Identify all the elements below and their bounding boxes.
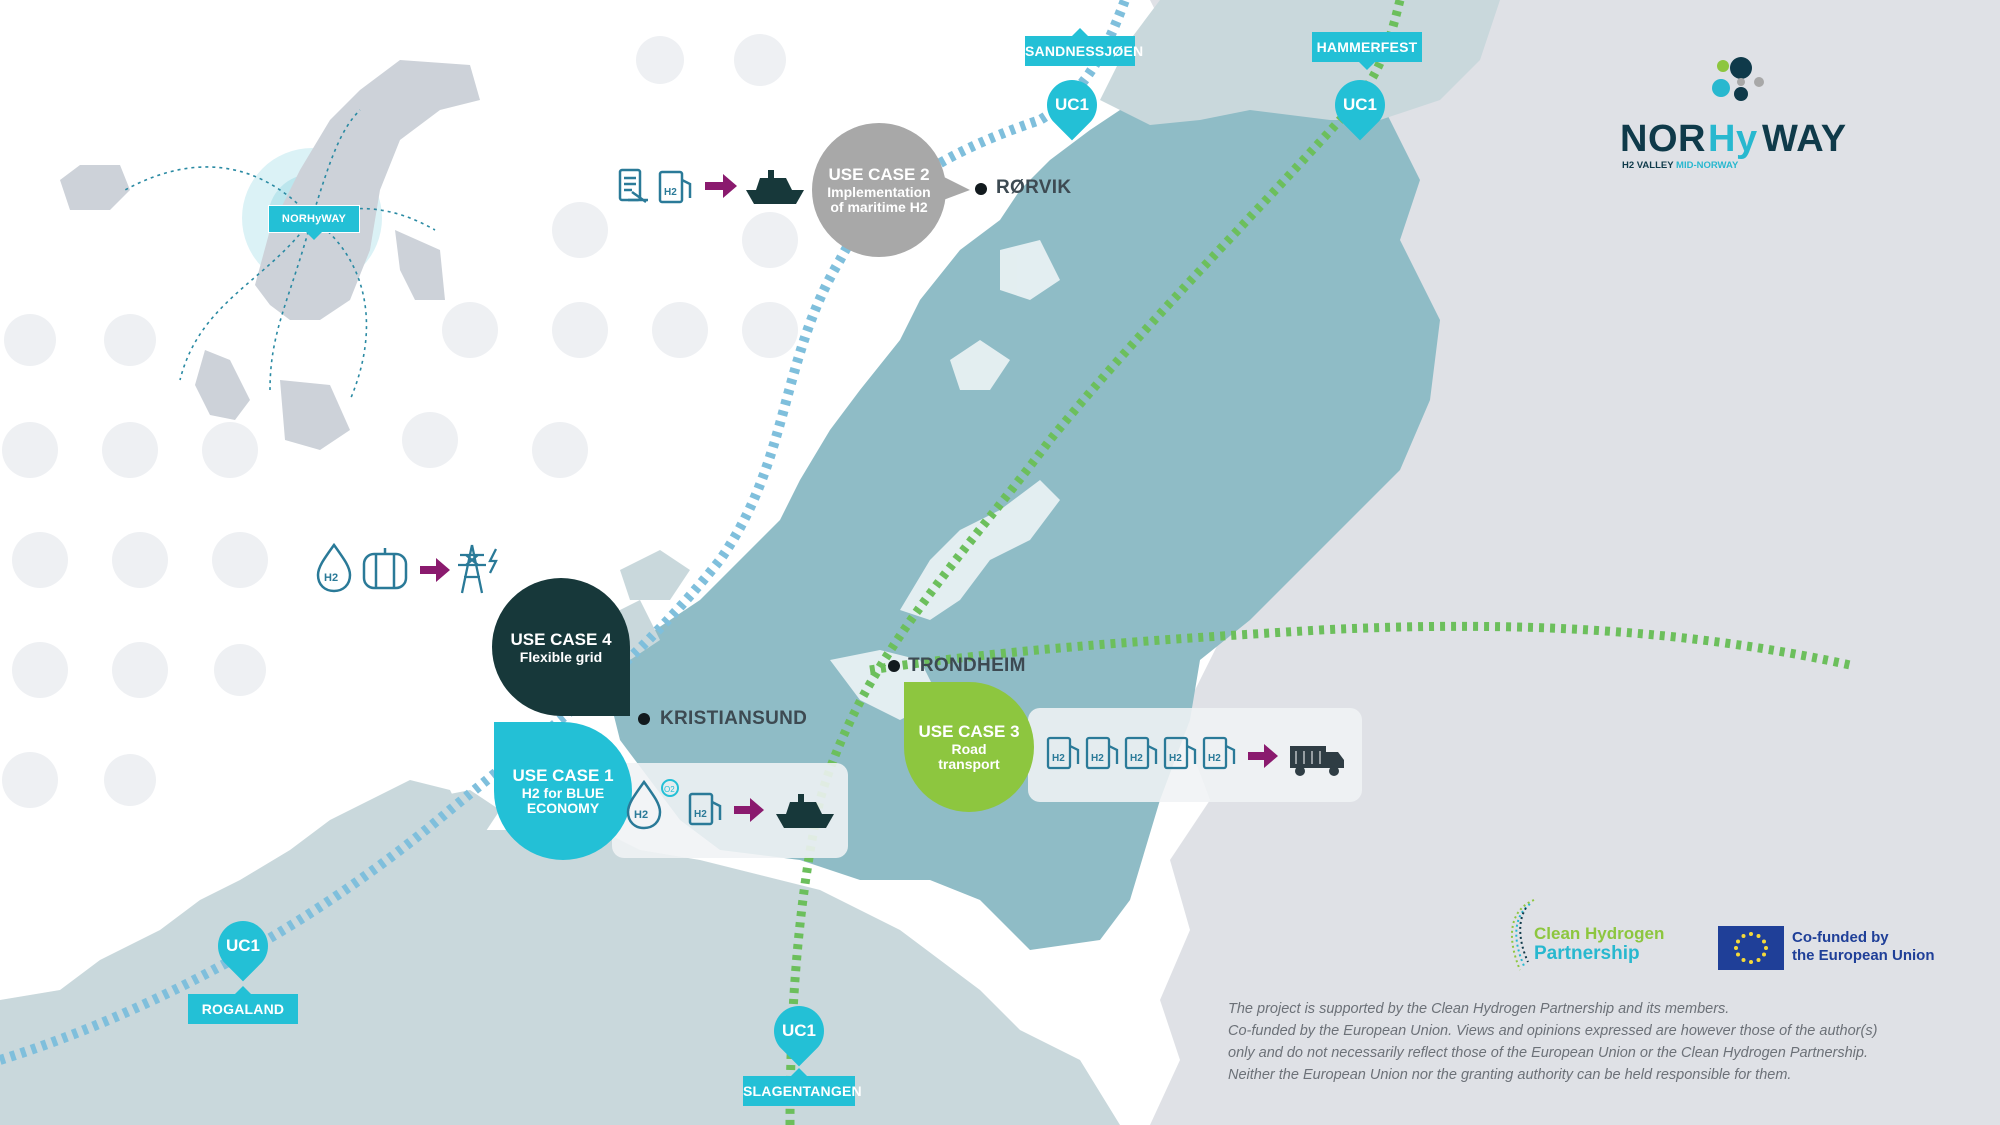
location-label-sandnessjoen: SANDNESSJØEN [1025, 28, 1143, 66]
arrow-right-icon [734, 798, 764, 822]
use-case-2-title: USE CASE 2 [828, 165, 930, 184]
partner-eu-line2: the European Union [1792, 947, 1935, 964]
use-case-3-bubble[interactable]: USE CASE 3 Road transport [904, 682, 1034, 812]
city-dot-rorvik [975, 183, 987, 195]
use-case-4-subtitle: Flexible grid [519, 648, 603, 665]
use-case-3-title: USE CASE 3 [918, 722, 1020, 741]
arrow-right-icon [1248, 744, 1278, 768]
svg-text:H2: H2 [1052, 753, 1065, 764]
h2-pump-icon: H2 [1046, 736, 1080, 770]
logo-tagline: H2 VALLEY MID-NORWAY [1622, 160, 1738, 171]
inset-norhyway-label: NORHyWAY [268, 205, 360, 240]
ship-icon [776, 794, 834, 828]
logo-tagline-part2: MID-NORWAY [1676, 160, 1739, 171]
city-label-trondheim: TRONDHEIM [908, 655, 1026, 676]
use-case-2-subtitle-2: of maritime H2 [830, 199, 928, 215]
north-norway-land [1100, 0, 1500, 125]
disclaimer-line-1: The project is supported by the Clean Hy… [1228, 1001, 1730, 1017]
logo-text-way: WAY [1762, 118, 1847, 160]
document-icon [618, 168, 648, 204]
clean-hydrogen-swirl-icon [1510, 899, 1535, 971]
use-case-4-title: USE CASE 4 [510, 629, 612, 649]
svg-text:O2: O2 [664, 785, 675, 794]
h2-pump-icon: H2 [688, 792, 722, 826]
h2-pump-icon: H2 [1163, 736, 1197, 770]
use-case-1-subtitle-2: ECONOMY [526, 800, 600, 816]
use-case-4-bubble[interactable]: USE CASE 4 Flexible grid [492, 578, 630, 716]
svg-text:H2: H2 [664, 187, 677, 198]
svg-text:H2: H2 [1208, 753, 1221, 764]
use-case-2-subtitle-1: Implementation [827, 184, 931, 200]
h2-pump-icon: H2 [1085, 736, 1119, 770]
disclaimer-text: The project is supported by the Clean Hy… [1228, 998, 1988, 1086]
location-label-hammerfest: HAMMERFEST [1312, 32, 1422, 70]
use-case-2-pointer [930, 170, 970, 205]
arrow-right-icon [420, 558, 450, 582]
electrolyzer-icon [362, 548, 408, 590]
decorative-dots [2, 34, 798, 808]
logo-wordmark: NOR Hy WAY [1620, 118, 1860, 168]
use-case-3-subtitle-1: Road [951, 741, 987, 757]
logo-tagline-part1: H2 VALLEY [1622, 160, 1674, 171]
logo-text-nor: NOR [1620, 118, 1706, 160]
h2-pump-icon: H2 [1202, 736, 1236, 770]
use-case-1-title: USE CASE 1 [512, 766, 614, 785]
power-pylon-icon [458, 544, 498, 594]
city-dot-trondheim [888, 660, 900, 672]
eu-flag-icon [1718, 926, 1784, 970]
svg-text:H2: H2 [1169, 753, 1182, 764]
h2-pump-icon: H2 [658, 170, 692, 204]
partner-clean-hydrogen-line1: Clean Hydrogen [1534, 924, 1665, 943]
city-label-rorvik: RØRVIK [996, 177, 1072, 198]
city-dot-kristiansund [638, 713, 650, 725]
disclaimer-line-4: Neither the European Union nor the grant… [1228, 1067, 1792, 1083]
city-label-kristiansund: KRISTIANSUND [660, 708, 808, 729]
h2-drop-icon: H2 [316, 542, 352, 593]
use-case-2-bubble[interactable]: USE CASE 2 Implementation of maritime H2 [812, 123, 946, 257]
svg-text:H2: H2 [1091, 753, 1104, 764]
logo-dots-icon [1712, 57, 1764, 101]
use-case-1-subtitle-1: H2 for BLUE [521, 785, 605, 801]
svg-text:H2: H2 [694, 809, 707, 820]
disclaimer-line-2: Co-funded by the European Union. Views a… [1228, 1023, 1878, 1039]
location-label-slagentangen: SLAGENTANGEN [743, 1068, 862, 1106]
ship-icon [746, 170, 804, 204]
truck-icon [1290, 746, 1344, 776]
logo-text-hy: Hy [1708, 118, 1758, 160]
partner-eu-line1: Co-funded by [1792, 929, 1889, 946]
h2-o2-drop-icon: H2 O2 [626, 779, 679, 830]
use-case-3-subtitle-2: transport [938, 756, 1000, 772]
h2-pump-icon: H2 [1124, 736, 1158, 770]
arrow-right-icon [705, 174, 737, 198]
use-case-1-bubble[interactable]: USE CASE 1 H2 for BLUE ECONOMY [494, 722, 632, 860]
location-label-rogaland: ROGALAND [188, 986, 298, 1024]
svg-text:H2: H2 [1130, 753, 1143, 764]
svg-text:H2: H2 [634, 809, 648, 821]
svg-text:H2: H2 [324, 572, 338, 584]
disclaimer-line-3: only and do not necessarily reflect thos… [1228, 1045, 1868, 1061]
partner-clean-hydrogen-line2: Partnership [1534, 943, 1640, 964]
